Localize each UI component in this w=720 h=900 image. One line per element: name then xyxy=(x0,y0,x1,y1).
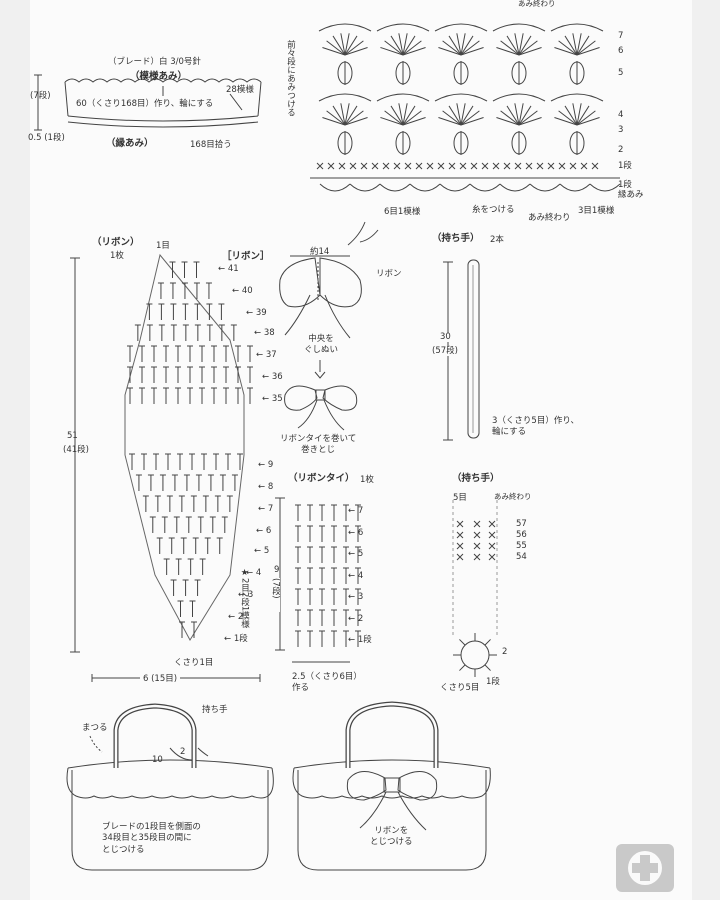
ribbon-row-5: ← 5 xyxy=(254,546,270,556)
ribbon-row-37: ← 37 xyxy=(256,350,277,360)
ribbon-chart-count: 1枚 xyxy=(110,251,124,261)
handle-title: （持ち手） xyxy=(432,233,480,244)
ribbon-tie-row-2: ← 5 xyxy=(348,549,364,559)
ribbon-row-41: ← 41 xyxy=(218,264,239,274)
stitch-row-7: 7 xyxy=(618,31,624,41)
handle-chart-row2: 2 xyxy=(502,647,508,657)
stitch-row-4: 4 xyxy=(618,110,624,120)
handle-start-note: 3（くさり5目）作り、 輪にする xyxy=(492,416,579,438)
stitch-repeat-3: 3目1模様 xyxy=(578,206,615,216)
ribbon-row-6: ← 6 xyxy=(256,526,272,536)
ribbon-row-36: ← 36 xyxy=(262,372,283,382)
ribbon-row-1段: ← 1段 xyxy=(224,634,248,644)
ribbon-bow-label: リボン xyxy=(376,269,402,279)
bag-right-note: リボンを とじつける xyxy=(370,826,413,848)
ribbon-tie-row-3: ← 4 xyxy=(348,570,364,581)
handle-chart-row-55: 55 xyxy=(516,541,527,551)
stitch-finish-top: あみ終わり xyxy=(518,0,556,8)
handle-chart-row-54: 54 xyxy=(516,552,527,562)
ribbon-center-note: 中央を ぐしぬい xyxy=(304,334,339,356)
ribbon-tie-row-6: ← 1段 xyxy=(348,635,372,645)
ribbon-pattern-note: ★2目2段1模様 xyxy=(239,568,250,629)
braid-side-edge: 0.5 (1段) xyxy=(28,133,65,143)
ribbon-row-8: ← 8 xyxy=(258,482,274,492)
ribbon-row-39: ← 39 xyxy=(246,308,267,318)
ribbon-length: 約14 xyxy=(310,247,330,257)
stitch-chart xyxy=(310,23,621,192)
braid-pattern-label: （模様あみ） xyxy=(130,71,188,82)
handle-length-rows: (57段) xyxy=(432,346,458,356)
stitch-attach-yarn: 糸をつける xyxy=(472,205,515,215)
bag-sew-label: まつる xyxy=(82,723,108,733)
ribbon-row-40: ← 40 xyxy=(232,286,253,296)
ribbon-tie-chart xyxy=(275,497,361,663)
ribbon-diagram-title: ［リボン］ xyxy=(222,251,270,262)
pattern-artwork xyxy=(34,23,621,871)
ribbon-tie-count: 1枚 xyxy=(360,475,374,485)
handle-length: 30 xyxy=(440,332,451,342)
stitch-row-6: 6 xyxy=(618,46,624,56)
braid-start-label: 60（くさり168目）作り、輪にする xyxy=(76,99,214,109)
ribbon-start-stitch: 1目 xyxy=(156,241,170,251)
handle-chart-row-57: 57 xyxy=(516,519,527,529)
ribbon-height: 51 xyxy=(67,431,78,441)
handle-chart-row1: 1段 xyxy=(486,677,500,687)
ribbon-chart xyxy=(70,253,261,682)
braid-pickup-label: 168目拾う xyxy=(190,140,232,150)
bag-left-note: ブレードの1段目を側面の 34段目と35段目の間に とじつける xyxy=(102,822,201,855)
braid-diagram xyxy=(34,74,262,131)
ribbon-row-38: ← 38 xyxy=(254,328,275,338)
ribbon-chain-start: くさり1目 xyxy=(174,658,214,668)
ribbon-row-4: ← 4 xyxy=(246,568,262,578)
ribbon-tie-title: （リボンタイ） xyxy=(288,473,355,484)
ribbon-tie-row-4: ← 3 xyxy=(348,592,364,602)
ribbon-row-9: ← 9 xyxy=(258,460,274,470)
stitch-repeat-6: 6目1模様 xyxy=(384,207,421,217)
handle-chart xyxy=(452,500,498,677)
handle-chart-stitches: 5目 xyxy=(453,493,467,503)
ribbon-row-2: ← 2 xyxy=(228,612,244,622)
ribbon-tie-row-0: ← 7 xyxy=(348,506,364,516)
ribbon-tie-row-1: ← 6 xyxy=(348,527,364,538)
ribbon-tie-row-5: ← 2 xyxy=(348,613,364,624)
bag-dim-10: 10 xyxy=(152,755,163,765)
stitch-finish-bottom: あみ終わり xyxy=(528,213,571,223)
stitch-row-3: 3 xyxy=(618,125,624,135)
bag-dim-2: 2 xyxy=(180,747,186,757)
ribbon-tie-start-note: 2.5（くさり6目） 作る xyxy=(292,672,362,694)
stitch-row-1: 1段 xyxy=(618,161,632,171)
handle-count: 2本 xyxy=(490,235,504,245)
handle-chart-row-56: 56 xyxy=(516,530,527,540)
handle-chart-finish: あみ終わり xyxy=(494,492,532,501)
ribbon-row-3: ← 3 xyxy=(238,590,254,600)
ribbon-chart-title: （リボン） xyxy=(92,237,140,248)
ribbon-tie-height-rows: (7段) xyxy=(271,578,281,612)
handle-chart-title: （持ち手） xyxy=(452,473,500,484)
ribbon-row-7: ← 7 xyxy=(258,504,274,514)
bag-left xyxy=(66,703,274,871)
braid-edging-label: （縁あみ） xyxy=(106,138,154,149)
ribbon-bow-diagram xyxy=(279,221,379,431)
bag-handle-label: 持ち手 xyxy=(202,705,228,715)
stitch-row-2: 2 xyxy=(618,145,624,155)
braid-title: （ブレード）白 3/0号針 xyxy=(108,57,201,67)
stitch-row-edging: 1段 縁あみ xyxy=(618,180,644,201)
braid-rows-label: 28模様 xyxy=(226,85,254,95)
bag-right xyxy=(292,701,491,871)
ribbon-row-35: ← 35 xyxy=(262,394,283,404)
ribbon-tie-height: 9 xyxy=(274,565,280,575)
handle-chart-chain-start: くさり5目 xyxy=(440,683,480,693)
ribbon-width: 6 (15目) xyxy=(140,675,181,684)
braid-side-rows: (7段) xyxy=(30,91,51,101)
plus-cross-icon xyxy=(616,844,674,892)
pattern-sheet: （ブレード）白 3/0号針 （模様あみ） 28模様 60（くさり168目）作り、… xyxy=(28,0,692,900)
stitch-row-5: 5 xyxy=(618,68,624,78)
ribbon-tie-note: リボンタイを巻いて 巻きとじ xyxy=(280,434,357,456)
ribbon-height-rows: (41段) xyxy=(63,445,89,455)
stitch-side-note: 前々段にあみつける xyxy=(285,40,296,117)
